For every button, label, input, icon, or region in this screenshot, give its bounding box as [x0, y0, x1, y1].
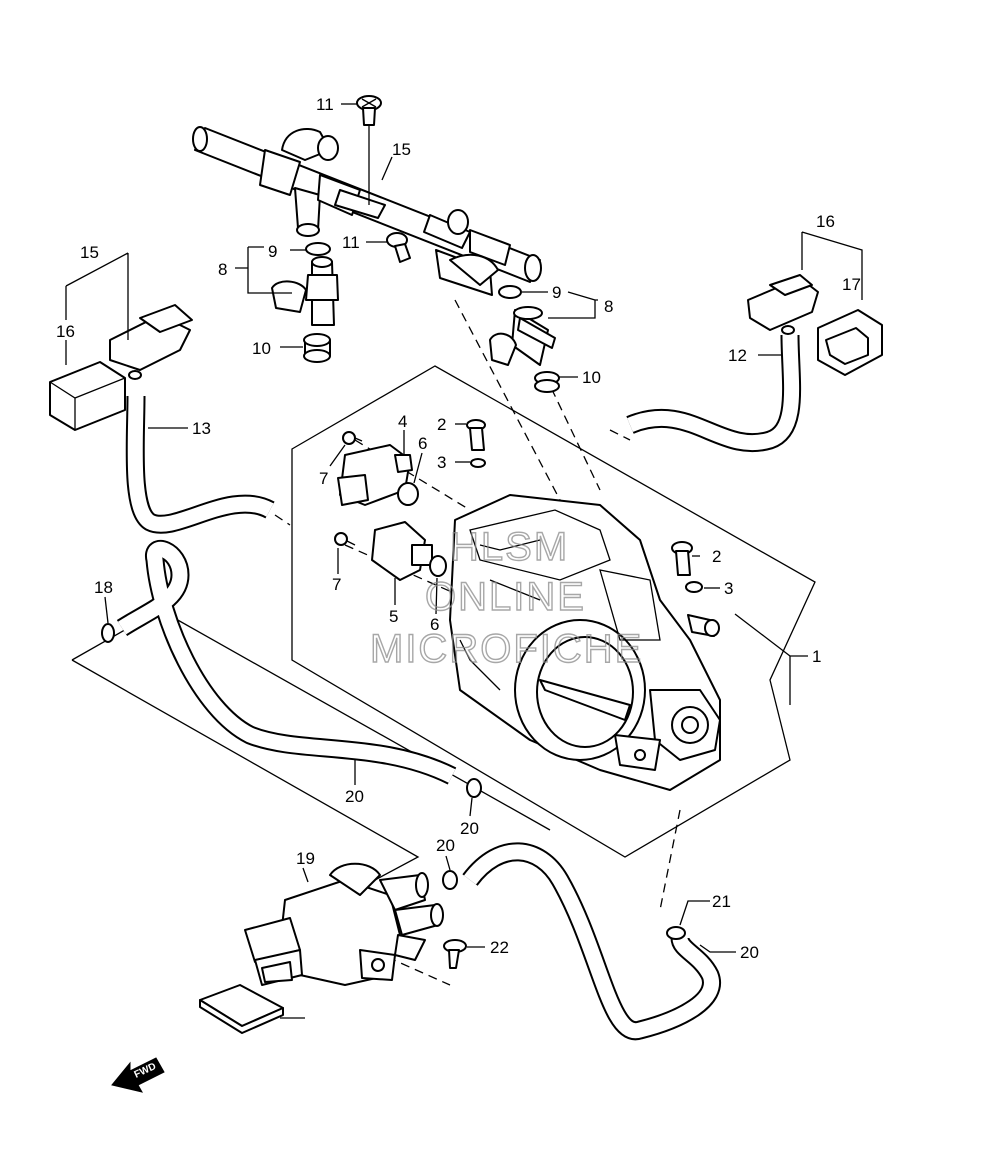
fuel-delivery-pipe[interactable] — [192, 126, 542, 296]
callout-14: 15 — [392, 140, 411, 159]
callout-21: 22 — [490, 938, 509, 957]
callout-8-left: 8 — [218, 260, 227, 279]
bolt-right[interactable] — [687, 614, 720, 637]
callout-7-lower: 7 — [332, 575, 341, 594]
watermark-line-2: ONLINE — [425, 575, 586, 619]
fuel-injector-left[interactable] — [271, 256, 339, 326]
callout-20-b: 20 — [460, 819, 479, 838]
screw-7-upper[interactable] — [342, 431, 363, 445]
screw-2-right[interactable] — [671, 541, 693, 576]
screw-21[interactable] — [443, 939, 467, 969]
callout-3-right: 3 — [724, 579, 733, 598]
vacuum-hose-12[interactable] — [626, 334, 802, 453]
screw-11-mid[interactable] — [386, 232, 411, 263]
callout-12: 12 — [728, 346, 747, 365]
o-ring-6-lower[interactable] — [429, 555, 447, 577]
callout-6-upper: 6 — [418, 434, 427, 453]
callout-8-right: 8 — [604, 297, 613, 316]
callout-20-d: 21 — [712, 892, 731, 911]
callout-9-right: 9 — [552, 283, 561, 302]
callout-13: 13 — [192, 419, 211, 438]
throttle-position-sensor[interactable] — [337, 444, 413, 506]
watermark: HLSM ONLINE MICROFICHE — [369, 524, 643, 671]
callout-4: 4 — [398, 412, 407, 431]
callout-20-c: 20 — [436, 836, 455, 855]
callout-16-left: 16 — [56, 322, 75, 341]
callout-6-lower: 6 — [430, 615, 439, 634]
screw-11-top[interactable] — [356, 95, 382, 126]
throttle-body-assembly-outline — [291, 365, 816, 858]
washer-3-upper[interactable] — [470, 458, 486, 468]
callout-20-a: 18 — [94, 578, 113, 597]
connector-15-right[interactable] — [747, 274, 819, 335]
seal-10-right[interactable] — [534, 371, 560, 393]
callout-15-right: 16 — [816, 212, 835, 231]
water-hose-18[interactable] — [116, 539, 457, 785]
callout-labels: 11 15 11 9 8 10 15 16 13 9 8 10 16 17 12… — [56, 95, 861, 962]
water-hose-19[interactable] — [462, 842, 721, 1041]
callout-leaders — [65, 103, 863, 1019]
forward-arrow-icon: FWD — [111, 1057, 165, 1093]
screw-7-lower[interactable] — [334, 532, 356, 546]
fuel-injector-right[interactable] — [489, 306, 556, 366]
boot-16-right[interactable] — [817, 309, 883, 376]
callout-2-right: 2 — [712, 547, 721, 566]
o-ring-6-upper[interactable] — [397, 482, 419, 506]
iac-valve[interactable] — [371, 521, 433, 581]
hose-clamp-20-c[interactable] — [442, 870, 458, 890]
hose-clamp-20-b[interactable] — [466, 778, 482, 798]
seal-10-left[interactable] — [303, 333, 331, 363]
callout-11-mid: 11 — [342, 233, 360, 252]
callout-10-right: 10 — [582, 368, 601, 387]
callout-11-top: 11 — [316, 95, 334, 114]
callout-3-upper: 3 — [437, 453, 446, 472]
vacuum-hose-13[interactable] — [125, 395, 275, 534]
hose-clamp-20-a[interactable] — [101, 623, 115, 643]
o-ring-9-left[interactable] — [305, 242, 331, 256]
pad-22[interactable] — [199, 984, 284, 1034]
boot-16-left[interactable] — [49, 361, 126, 431]
connector-15-left[interactable] — [109, 304, 193, 380]
callout-17: 19 — [296, 849, 315, 868]
watermark-line-3: MICROFICHE — [370, 627, 643, 671]
hose-clamp-20-d[interactable] — [666, 926, 686, 940]
callout-7-upper: 7 — [319, 469, 328, 488]
water-valve-assembly[interactable] — [244, 862, 444, 986]
callout-2-upper: 2 — [437, 415, 446, 434]
callout-9-left: 9 — [268, 242, 277, 261]
callout-15-left: 15 — [80, 243, 99, 262]
screw-2-upper[interactable] — [466, 419, 486, 451]
callout-10-left: 10 — [252, 339, 271, 358]
throttle-body[interactable] — [449, 494, 721, 791]
callout-1: 1 — [812, 647, 821, 666]
callout-16-right: 17 — [842, 275, 861, 294]
callout-5: 5 — [389, 607, 398, 626]
o-ring-9-right[interactable] — [498, 285, 522, 299]
callout-18: 20 — [345, 787, 364, 806]
callout-19: 20 — [740, 943, 759, 962]
washer-3-right[interactable] — [685, 581, 703, 593]
watermark-line-1: HLSM — [450, 525, 569, 569]
